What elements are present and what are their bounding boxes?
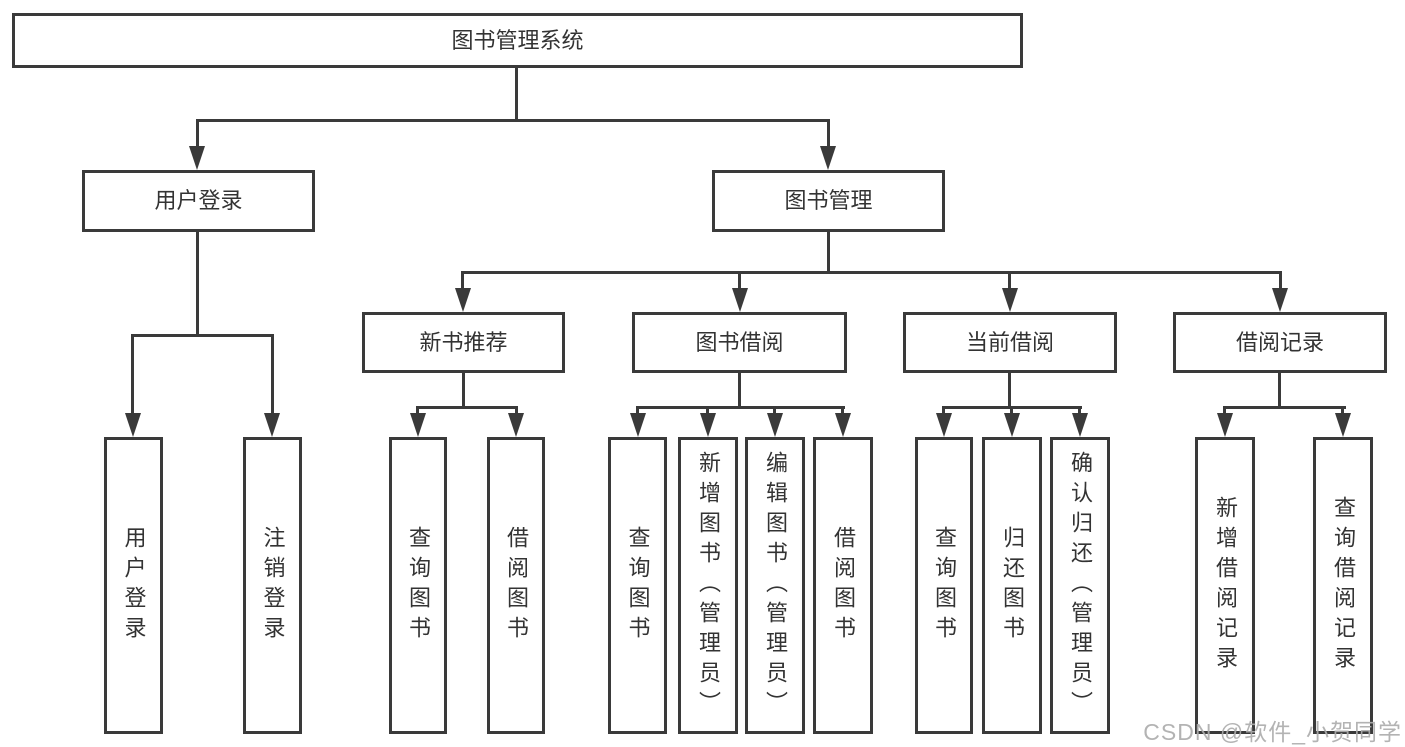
arrow-down <box>630 413 646 437</box>
connector-book-borrow-crossbar <box>636 406 845 409</box>
connector-book-mgmt-stem <box>827 232 830 274</box>
connector-drop-leaf-logout <box>271 334 274 416</box>
node-label: 查询图书 <box>406 525 431 646</box>
node-label: 查询图书 <box>625 525 651 646</box>
connector-borrow-records-crossbar <box>1223 406 1346 409</box>
arrow-down <box>767 413 783 437</box>
csdn-watermark: CSDN @软件_小贺同学 <box>1143 719 1402 745</box>
connector-drop-book-mgmt <box>827 119 830 152</box>
arrow-down-book-mgmt <box>820 146 836 170</box>
arrow-down <box>1217 413 1233 437</box>
connector-drop <box>416 406 419 416</box>
connector-book-borrow-stem <box>738 373 741 409</box>
connector-current-borrow-stem <box>1008 373 1011 409</box>
arrow-down <box>835 413 851 437</box>
arrow-down-borrow-records <box>1272 288 1288 312</box>
leaf-add-borrow-record: 新增借阅记录 <box>1195 437 1255 734</box>
connector-drop <box>1010 406 1013 416</box>
connector-drop <box>1223 406 1226 416</box>
connector-drop <box>773 406 776 416</box>
node-library-management-system: 图书管理系统 <box>12 13 1023 68</box>
node-label: 新增图书（管理员） <box>696 450 721 721</box>
connector-root-crossbar <box>196 119 830 122</box>
node-label: 新书推荐 <box>419 329 508 355</box>
leaf-edit-books-admin: 编辑图书（管理员） <box>745 437 805 734</box>
connector-drop-borrow-records <box>1279 271 1282 291</box>
connector-drop <box>706 406 709 416</box>
leaf-confirm-return-admin: 确认归还（管理员） <box>1050 437 1110 734</box>
node-label: 用户登录 <box>154 188 243 213</box>
connector-drop-leaf-login <box>131 334 134 416</box>
leaf-borrow-books-recommend: 借阅图书 <box>487 437 545 734</box>
connector-user-login-crossbar <box>131 334 274 337</box>
node-label: 查询借阅记录 <box>1331 495 1356 676</box>
leaf-return-books: 归还图书 <box>982 437 1042 734</box>
node-label: 当前借阅 <box>965 329 1054 355</box>
node-user-login: 用户登录 <box>82 170 315 232</box>
connector-drop-current-borrow <box>1008 271 1011 291</box>
arrow-down-current-borrow <box>1002 288 1018 312</box>
node-label: 编辑图书（管理员） <box>763 450 788 721</box>
leaf-query-books-recommend: 查询图书 <box>389 437 447 734</box>
connector-drop <box>841 406 844 416</box>
leaf-user-login: 用户登录 <box>104 437 163 734</box>
node-label: 图书管理系统 <box>451 27 584 53</box>
connector-drop-new-books <box>461 271 464 291</box>
arrow-down-user-login <box>189 146 205 170</box>
node-label: 图书管理 <box>784 188 873 213</box>
node-borrowing-records: 借阅记录 <box>1173 312 1387 373</box>
node-label: 用户登录 <box>121 525 147 646</box>
leaf-logout: 注销登录 <box>243 437 302 734</box>
arrow-down <box>1004 413 1020 437</box>
node-label: 确认归还（管理员） <box>1068 450 1093 721</box>
node-label: 查询图书 <box>932 525 957 646</box>
connector-borrow-records-stem <box>1278 373 1281 409</box>
leaf-borrow-books: 借阅图书 <box>813 437 873 734</box>
connector-drop <box>515 406 518 416</box>
arrow-down <box>936 413 952 437</box>
arrow-down-leaf-login <box>125 413 141 437</box>
connector-root-stem <box>515 66 518 122</box>
arrow-down-leaf-logout <box>264 413 280 437</box>
node-label: 借阅图书 <box>504 525 529 646</box>
arrow-down <box>410 413 426 437</box>
arrow-down <box>508 413 524 437</box>
connector-drop <box>636 406 639 416</box>
node-label: 归还图书 <box>1000 525 1025 646</box>
arrow-down <box>1335 413 1351 437</box>
connector-drop <box>1078 406 1081 416</box>
node-book-management: 图书管理 <box>712 170 945 232</box>
node-label: 新增借阅记录 <box>1213 495 1238 676</box>
leaf-query-books-current: 查询图书 <box>915 437 973 734</box>
connector-drop <box>1341 406 1344 416</box>
leaf-query-books-borrowing: 查询图书 <box>608 437 667 734</box>
leaf-add-books-admin: 新增图书（管理员） <box>678 437 738 734</box>
connector-drop-user-login <box>196 119 199 152</box>
arrow-down <box>1072 413 1088 437</box>
node-label: 图书借阅 <box>695 329 784 355</box>
connector-drop-book-borrow <box>738 271 741 291</box>
connector-user-login-stem <box>196 232 199 337</box>
arrow-down-new-books <box>455 288 471 312</box>
node-current-borrowing: 当前借阅 <box>903 312 1117 373</box>
node-label: 注销登录 <box>260 525 286 646</box>
connector-new-books-stem <box>462 373 465 409</box>
connector-book-mgmt-crossbar <box>461 271 1282 274</box>
leaf-query-borrow-record: 查询借阅记录 <box>1313 437 1373 734</box>
connector-drop <box>942 406 945 416</box>
arrow-down-book-borrow <box>732 288 748 312</box>
node-label: 借阅记录 <box>1235 329 1324 355</box>
connector-new-books-crossbar <box>416 406 518 409</box>
arrow-down <box>700 413 716 437</box>
node-label: 借阅图书 <box>831 525 856 646</box>
node-new-book-recommend: 新书推荐 <box>362 312 565 373</box>
node-book-borrowing: 图书借阅 <box>632 312 847 373</box>
